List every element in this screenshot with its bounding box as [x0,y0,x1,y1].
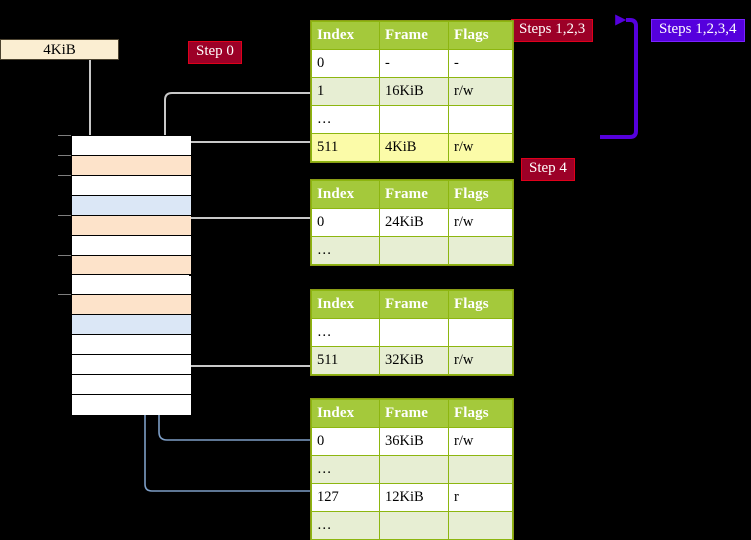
index-cell: 1 [311,77,380,106]
memory-frame-cell [72,136,191,156]
table-row: … [311,236,513,265]
frame-cell: 12KiB [379,483,449,512]
memory-frame-cell [72,215,191,236]
frame-cell: 32KiB [379,346,449,375]
table-row: … [311,455,513,484]
flags-cell: r/w [448,133,513,162]
memory-tick [58,154,71,156]
table-row: 0-- [311,49,513,78]
flags-cell [448,318,513,347]
memory-frame-cell [72,355,191,376]
purple-return-arrow [600,14,638,139]
memory-frame-cell [72,155,191,176]
column-header-frame: Frame [379,290,449,319]
table-row: … [311,105,513,134]
badge-step-0: Step 0 [188,41,242,65]
frame-cell [379,236,449,265]
badge-step-4: Step 4 [521,158,575,182]
column-header-frame: Frame [379,399,449,428]
frame-cell [379,318,449,347]
memory-tick [58,254,71,256]
flags-cell: r/w [448,77,513,106]
page-size-box: 4KiB [0,39,119,60]
index-cell: 0 [311,427,380,456]
memory-frame-cell [72,235,191,256]
memory-frame-cell [72,255,191,276]
diagram-canvas: 4KiB Step 0 Steps 1,2,3 Steps 1,2,3,4 St… [0,14,745,540]
badge-steps-1234: Steps 1,2,3,4 [651,19,745,43]
memory-frame-cell [72,195,191,216]
frame-cell: 4KiB [379,133,449,162]
connector-l4-511-elbow [176,141,311,152]
table-row: … [311,318,513,347]
index-cell: 127 [311,483,380,512]
frame-cell: 36KiB [379,427,449,456]
memory-tick [58,294,71,296]
badge-steps-1234-label: Steps 1,2,3,4 [659,21,737,37]
memory-tick [58,174,71,176]
flags-cell: r/w [448,208,513,237]
frame-cell [379,511,449,540]
table-row: … [311,511,513,540]
memory-frame-grid [71,135,191,415]
flags-cell: - [448,49,513,78]
memory-tick [58,214,71,216]
page-size-label: 4KiB [43,42,76,58]
frame-cell [379,455,449,484]
memory-frame-cell [72,395,191,415]
memory-frame-cell [72,375,191,396]
flags-cell: r/w [448,346,513,375]
frame-cell: 16KiB [379,77,449,106]
index-cell: 511 [311,133,380,162]
column-header-index: Index [311,399,380,428]
memory-frame-cell [72,295,191,316]
flags-cell [448,105,513,134]
memory-frame-cell [72,175,191,196]
memory-frame-cell [72,335,191,356]
column-header-flags: Flags [448,21,513,50]
index-cell: 0 [311,49,380,78]
badge-steps-123-label: Steps 1,2,3 [519,21,586,37]
index-cell: … [311,455,380,484]
column-header-flags: Flags [448,180,513,209]
frame-cell [379,105,449,134]
column-header-index: Index [311,290,380,319]
connector-l3-row0-out [180,217,311,251]
flags-cell: r/w [448,427,513,456]
column-header-frame: Frame [379,180,449,209]
column-header-index: Index [311,21,380,50]
frame-cell: 24KiB [379,208,449,237]
badge-step-0-label: Step 0 [196,43,234,59]
column-header-index: Index [311,180,380,209]
memory-frame-cell [72,315,191,336]
index-cell: … [311,318,380,347]
frame-cell: - [379,49,449,78]
column-header-flags: Flags [448,399,513,428]
column-header-flags: Flags [448,290,513,319]
index-cell: 0 [311,208,380,237]
index-cell: … [311,105,380,134]
index-cell: 511 [311,346,380,375]
flags-cell [448,236,513,265]
flags-cell [448,511,513,540]
badge-step-4-label: Step 4 [529,160,567,176]
column-header-frame: Frame [379,21,449,50]
flags-cell: r [448,483,513,512]
badge-steps-123: Steps 1,2,3 [511,19,594,43]
index-cell: … [311,511,380,540]
index-cell: … [311,236,380,265]
flags-cell [448,455,513,484]
memory-frame-cell [72,275,191,296]
memory-tick [58,135,71,136]
